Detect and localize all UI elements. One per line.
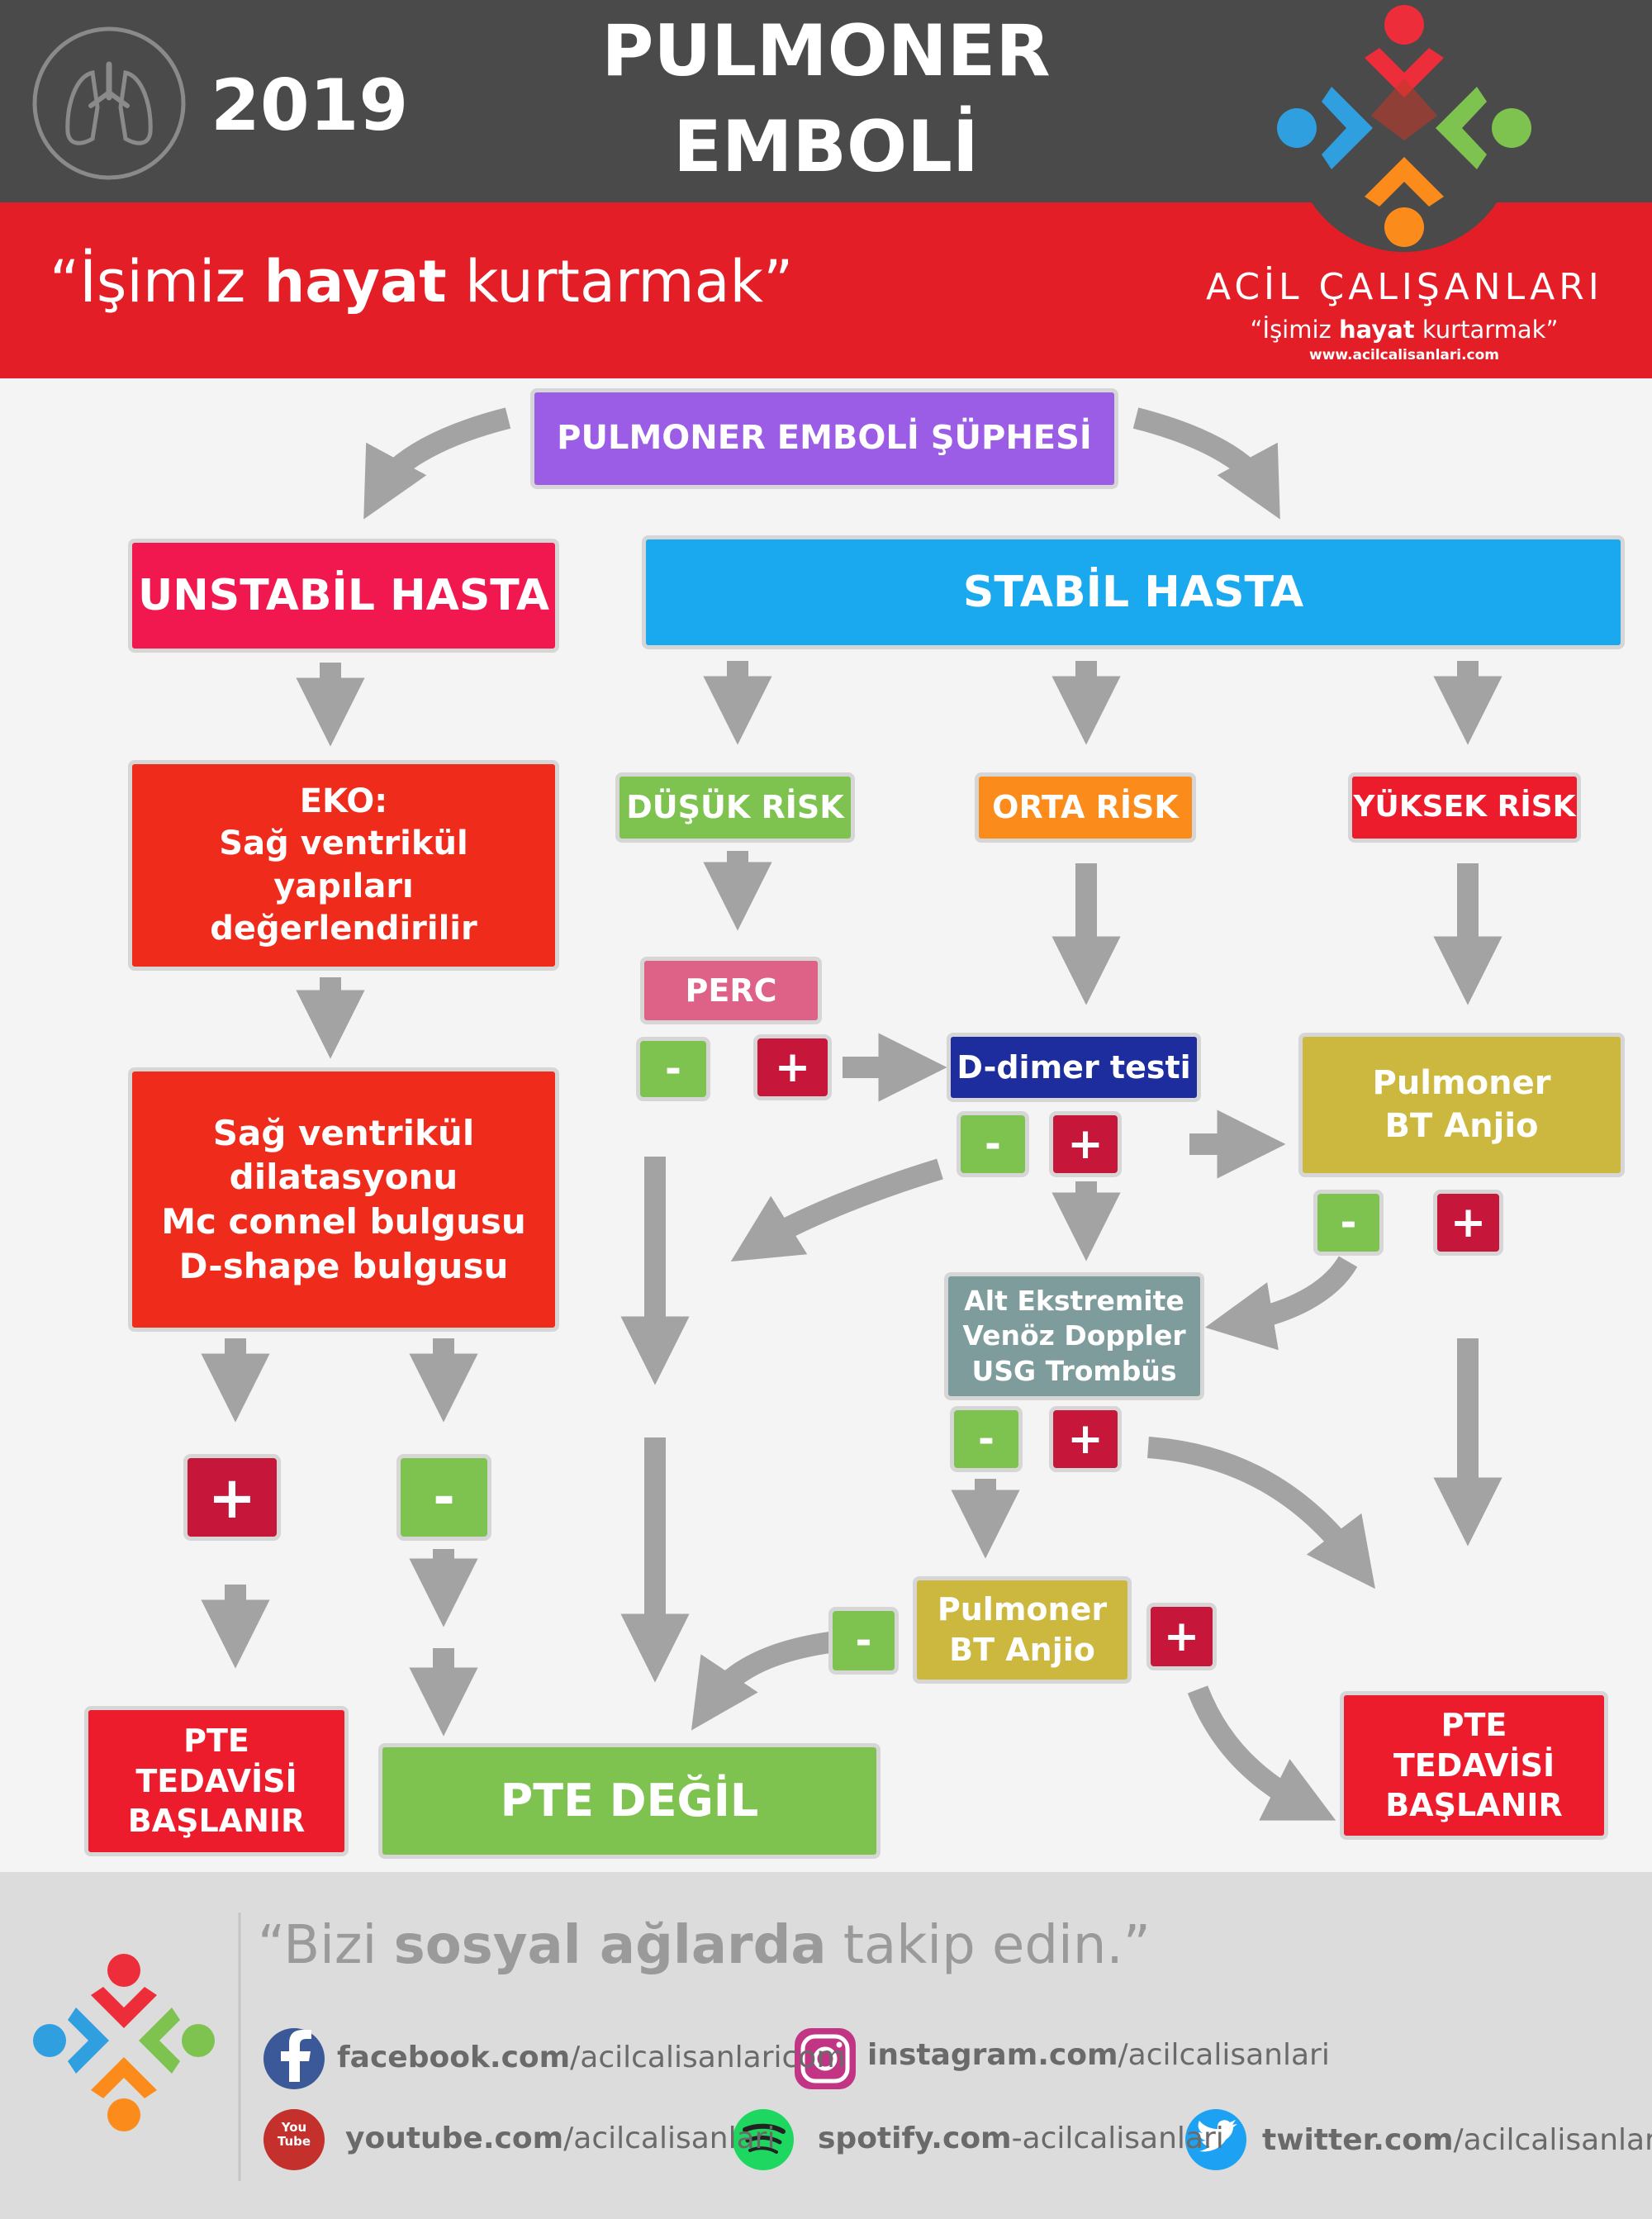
suspicion-box: PULMONER EMBOLİ ŞÜPHESİ	[530, 388, 1118, 489]
tagline-bold: sosyal ağlarda	[393, 1915, 827, 1976]
treat-right-line-2: TEDAVİSİ	[1393, 1746, 1555, 1784]
ddimer-plus: +	[1049, 1111, 1122, 1177]
mid-risk-box: ORTA RİSK	[975, 772, 1196, 843]
ct-plus: +	[1433, 1190, 1503, 1256]
facebook-bold: facebook.com	[337, 2041, 571, 2074]
brand-name: ACİL ÇALIŞANLARI	[1206, 266, 1603, 308]
slogan-bold: hayat	[263, 248, 447, 316]
ct-line-2: BT Anjio	[1384, 1106, 1539, 1145]
year-label: 2019	[211, 64, 409, 147]
flow-arrows	[201, 407, 1502, 1821]
slogan-close: kurtarmak”	[446, 248, 794, 316]
rv-line-4: D-shape bulgusu	[178, 1245, 509, 1286]
ct2-line-1: Pulmoner	[937, 1591, 1108, 1628]
brand-logo	[1277, 5, 1531, 252]
eko-line-3: yapıları	[273, 867, 414, 905]
not-pte-box: PTE DEĞİL	[378, 1743, 881, 1859]
youtube-rest: /acilcalisanlari	[563, 2122, 776, 2155]
instagram-rest: /acilcalisanlari	[1118, 2038, 1330, 2072]
treat-right-box: PTE TEDAVİSİ BAŞLANIR	[1340, 1691, 1608, 1840]
eko-box: EKO: Sağ ventrikül yapıları değerlendiri…	[128, 760, 559, 971]
youtube-you: You	[281, 2120, 307, 2135]
arrow-ct-minus-doppler	[1204, 1256, 1358, 1351]
arrow-doppler-plus-treat	[1147, 1437, 1375, 1589]
doppler-plus: +	[1049, 1406, 1122, 1472]
spotify-bold: spotify.com	[818, 2122, 1012, 2155]
ct-line-1: Pulmoner	[1372, 1064, 1551, 1103]
twitter-link[interactable]: twitter.com/acilcalisanlari	[1262, 2123, 1652, 2157]
arrow-ct2-minus-notpte	[691, 1632, 832, 1731]
instagram-link[interactable]: instagram.com/acilcalisanlari	[867, 2038, 1330, 2072]
eko-line-4: değerlendirilir	[210, 909, 477, 948]
youtube-tube: Tube	[277, 2134, 311, 2149]
doppler-box: Alt Ekstremite Venöz Doppler USG Trombüs	[944, 1272, 1204, 1400]
facebook-rest: /acilcalisanlaricom	[570, 2041, 846, 2074]
rv-line-1: Sağ ventrikül	[212, 1112, 475, 1153]
perc-box: PERC	[640, 957, 822, 1024]
ct2-line-2: BT Anjio	[949, 1632, 1095, 1668]
tagline-close: takip edin.”	[826, 1915, 1151, 1976]
rv-line-3: Mc connel bulgusu	[161, 1201, 526, 1242]
stable-box: STABİL HASTA	[642, 535, 1625, 649]
perc-minus: -	[636, 1037, 710, 1101]
ct-angio-box: Pulmoner BT Anjio	[1298, 1033, 1625, 1177]
header-graphics	[32, 5, 1531, 252]
tagline-open: “Bizi	[258, 1915, 394, 1976]
brand-url: www.acilcalisanlari.com	[1308, 347, 1500, 363]
perc-plus: +	[753, 1034, 832, 1100]
facebook-link[interactable]: facebook.com/acilcalisanlaricom	[337, 2041, 845, 2074]
twitter-rest: /acilcalisanlari	[1453, 2123, 1652, 2157]
brand-slogan-bold: hayat	[1339, 316, 1415, 344]
title-line-1: PULMONER	[601, 10, 1051, 93]
ct2-minus: -	[828, 1607, 899, 1675]
brand-slogan-open: “İşimiz	[1250, 316, 1339, 344]
arrow-ct2-plus-treat	[1187, 1685, 1336, 1821]
low-risk-box: DÜŞÜK RİSK	[615, 772, 855, 843]
instagram-bold: instagram.com	[867, 2038, 1118, 2072]
arrow-ddimer-minus-notpte	[730, 1158, 943, 1262]
footer-tagline: “Bizi sosyal ağlarda takip edin.”	[258, 1915, 1151, 1976]
treat-left-line-3: BAŞLANIR	[127, 1803, 306, 1840]
doppler-line-1: Alt Ekstremite	[964, 1285, 1184, 1318]
arrow-to-unstable	[363, 407, 511, 520]
eko-line-1: EKO:	[299, 782, 388, 821]
brand-slogan-close: kurtarmak”	[1414, 316, 1559, 344]
youtube-icon-label: You Tube	[273, 2121, 316, 2149]
treat-left-line-1: PTE	[183, 1722, 249, 1760]
rv-findings-box: Sağ ventrikül dilatasyonu Mc connel bulg…	[128, 1067, 559, 1332]
spotify-rest: -acilcalisanlari	[1011, 2122, 1224, 2155]
ct-angio-2-box: Pulmoner BT Anjio	[913, 1576, 1132, 1684]
arrow-to-stable	[1132, 407, 1280, 520]
treat-left-box: PTE TEDAVİSİ BAŞLANIR	[84, 1706, 349, 1856]
twitter-bold: twitter.com	[1262, 2123, 1454, 2157]
doppler-minus: -	[950, 1406, 1023, 1472]
ddimer-box: D-dimer testi	[947, 1033, 1201, 1102]
treat-right-line-3: BAŞLANIR	[1385, 1787, 1563, 1824]
treat-right-line-1: PTE	[1441, 1707, 1507, 1744]
eko-line-2: Sağ ventrikül	[219, 824, 468, 863]
unstable-box: UNSTABİL HASTA	[128, 539, 559, 653]
youtube-link[interactable]: youtube.com/acilcalisanlari	[345, 2122, 775, 2155]
slogan-open: “İşimiz	[50, 248, 264, 316]
ct-minus: -	[1313, 1190, 1384, 1256]
youtube-bold: youtube.com	[345, 2122, 564, 2155]
unstable-plus: +	[183, 1454, 281, 1541]
lungs-icon	[32, 26, 186, 180]
title-line-2: EMBOLİ	[673, 106, 979, 188]
brand-slogan: “İşimiz hayat kurtarmak”	[1206, 316, 1602, 344]
high-risk-box: YÜKSEK RİSK	[1348, 772, 1581, 843]
treat-left-line-2: TEDAVİSİ	[135, 1762, 297, 1799]
rv-line-2: dilatasyonu	[229, 1157, 458, 1198]
ct2-plus: +	[1146, 1603, 1217, 1670]
unstable-minus: -	[396, 1454, 491, 1541]
doppler-line-3: USG Trombüs	[971, 1354, 1177, 1387]
ddimer-minus: -	[957, 1111, 1029, 1177]
doppler-line-2: Venöz Doppler	[962, 1319, 1186, 1352]
spotify-link[interactable]: spotify.com-acilcalisanlari	[818, 2122, 1224, 2155]
slogan: “İşimiz hayat kurtarmak”	[50, 248, 793, 316]
